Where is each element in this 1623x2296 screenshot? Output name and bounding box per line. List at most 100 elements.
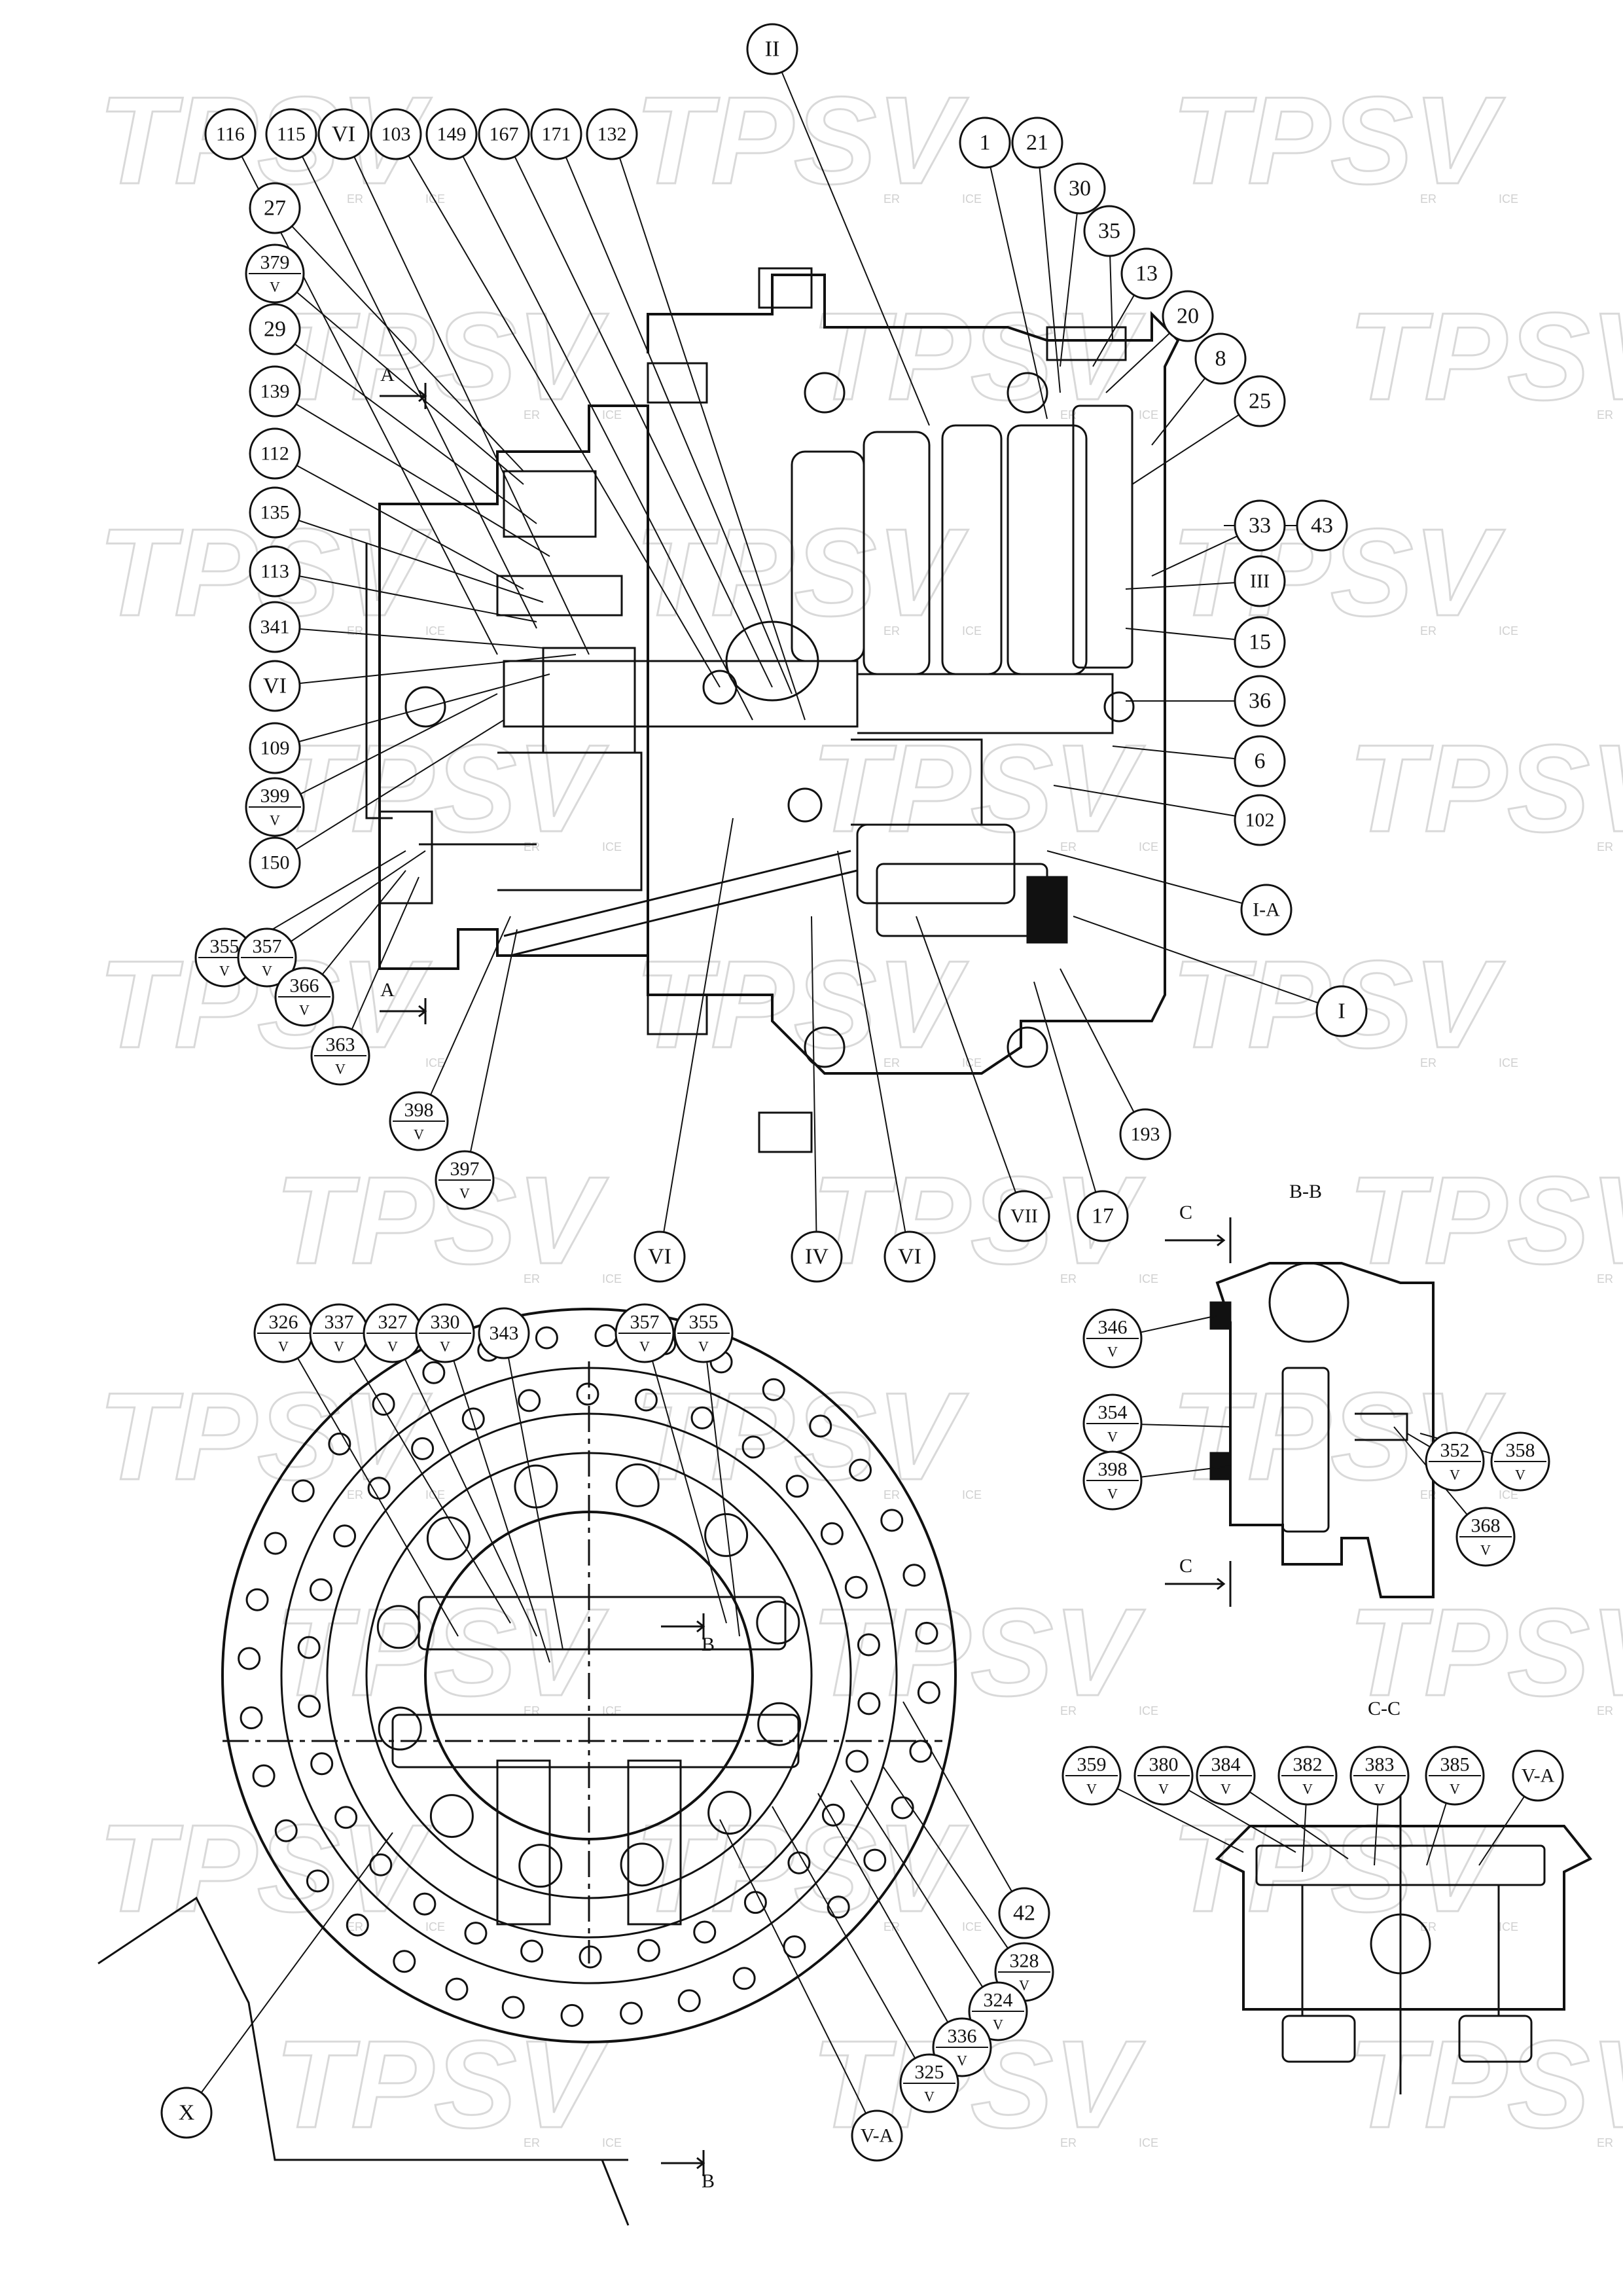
part-balloon: 132 [586,108,638,160]
bolt-hole [328,1432,351,1456]
part-balloon: III [1234,555,1286,607]
leader-line [916,916,1025,1217]
balloon-circle [1011,117,1063,169]
watermark-small-right: ICE [1499,1920,1518,1933]
balloon-circle [586,108,638,160]
section-markers: B-B C-C A A B B C C [380,364,1400,2192]
balloon-number: VII [1010,1206,1038,1227]
balloon-suffix: V [993,2017,1003,2033]
watermark-text: TPSV [635,71,969,210]
balloon-number: 103 [382,124,411,145]
watermark-text: TPSV [1348,719,1623,858]
leader-line [451,134,753,721]
part-balloon: 33 [1234,499,1286,552]
watermark-text: TPSV [812,719,1145,858]
balloon-number: 6 [1255,749,1266,774]
balloon-circle [249,660,301,712]
bolt-hole [857,1692,881,1715]
bolt-hole [690,1406,714,1429]
bolt-hole [902,1564,926,1587]
balloon-suffix: V [1019,1977,1029,1994]
watermark-small-right: ICE [1499,1056,1518,1069]
part-balloon: VI [633,1230,686,1283]
bolt-hole [915,1621,938,1645]
watermark-small-left: ER [524,408,540,422]
balloon-number: 385 [1440,1754,1470,1776]
leader-line [186,1832,393,2113]
bolt-hole [634,1388,658,1412]
leader-line [1060,968,1146,1135]
balloon-number: 397 [450,1158,480,1180]
part-balloon: V-A [1512,1749,1564,1802]
balloon-circle [1234,794,1286,846]
section-bb-drawing [1209,1262,1435,1598]
balloon-number: 115 [277,124,306,145]
balloon-number: 112 [260,443,289,465]
watermark-small-left: ER [347,1488,363,1501]
balloon-circle [1234,735,1286,787]
watermark-small-left: ER [1420,624,1436,637]
balloon-circle [1119,1108,1171,1160]
balloon-number: X [179,2101,195,2125]
leader-line [817,1793,963,2048]
section-cc-drawing [1215,1767,1593,2094]
balloon-number: 327 [378,1312,408,1333]
balloon-number: 366 [290,975,319,997]
part-balloon: 343 [478,1307,530,1359]
balloon-circle [204,108,257,160]
bolt-hole [464,1922,488,1945]
balloon-suffix: V [270,812,280,829]
balloon-circle [160,2087,213,2139]
bolt-hole [240,1706,263,1730]
watermark-small-left: ER [524,840,540,853]
balloon-number: 139 [260,381,290,403]
balloon-number: 1 [980,131,991,155]
leader-line [274,654,577,687]
watermark-small-left: ER [1060,840,1077,853]
balloon-number: 355 [689,1312,719,1333]
part-balloon: IV [791,1230,843,1283]
balloon-circle [1512,1749,1564,1802]
balloon-suffix: V [1480,1542,1491,1558]
leader-line [772,48,930,426]
balloon-number: 326 [269,1312,298,1333]
balloon-circle [1234,675,1286,727]
balloon-number: 324 [984,1990,1013,2011]
part-balloon: 135 [249,486,301,539]
section-b-bottom: B [702,2170,715,2192]
balloon-number: 102 [1245,810,1275,831]
balloon-number: VI [263,674,287,698]
leader-line [811,916,817,1257]
balloon-number: IV [805,1245,829,1269]
balloon-number: 354 [1098,1402,1128,1424]
bolt-hole [677,1989,701,2013]
watermark-small-left: ER [883,1488,900,1501]
watermark-small-right: ICE [1139,2136,1158,2149]
leader-line [902,1701,1025,1914]
balloon-number: 337 [325,1312,354,1333]
balloon-circle [1194,332,1247,385]
watermark-small-right: ICE [962,1920,982,1933]
balloon-number: 149 [437,124,467,145]
balloon-circle [1077,1190,1129,1242]
balloon-suffix: V [299,1002,310,1018]
bolt-hole [346,1913,369,1937]
balloon-number: 42 [1013,1901,1035,1926]
balloon-suffix: V [1107,1344,1118,1360]
watermark-text: TPSV [812,1583,1145,1722]
balloon-number: 21 [1026,131,1048,155]
bolt-hole [291,1479,315,1503]
watermark-small-right: ICE [1499,624,1518,637]
part-balloon: X [160,2087,213,2139]
balloon-number: 27 [264,196,286,221]
bolt-hole [518,1389,541,1412]
watermark-small-left: ER [883,624,900,637]
balloon-number: 135 [260,502,290,524]
bolt-hole [310,1752,334,1776]
watermark-small-right: ICE [602,1272,622,1285]
balloon-circle [851,2109,903,2162]
